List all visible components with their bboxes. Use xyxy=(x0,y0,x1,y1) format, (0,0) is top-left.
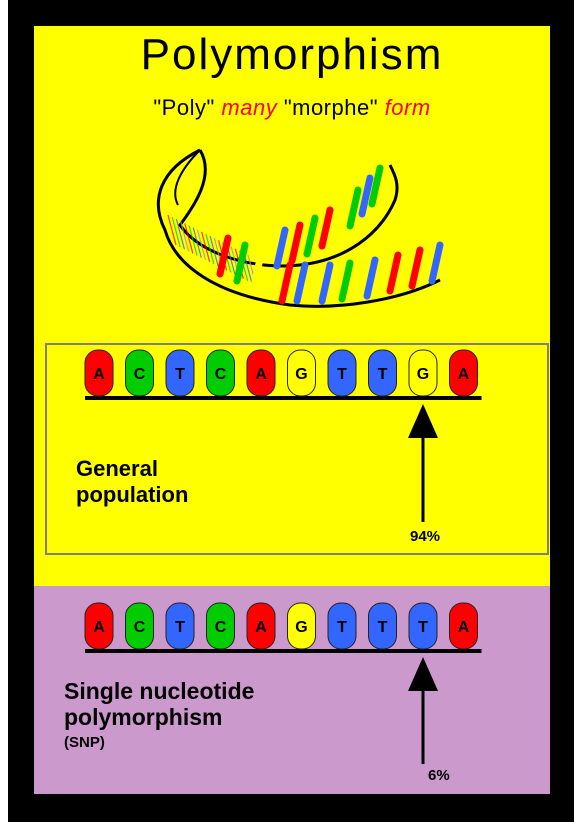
general-percent: 94% xyxy=(410,528,440,545)
snp-label-line3: (SNP) xyxy=(64,730,254,756)
snp-base-letter-2: T xyxy=(175,619,185,636)
snp-base-letter-5: G xyxy=(295,619,307,636)
snp-label: Single nucleotide polymorphism (SNP) xyxy=(64,678,254,756)
snp-percent: 6% xyxy=(428,767,450,784)
general-label: General population xyxy=(76,456,188,508)
general-base-letter-0: A xyxy=(93,366,105,383)
snp-base-letter-7: T xyxy=(378,619,388,636)
general-base-letter-3: C xyxy=(215,366,227,383)
general-base-letter-1: C xyxy=(134,366,146,383)
general-base-letter-6: T xyxy=(337,366,347,383)
snp-label-line1: Single nucleotide xyxy=(64,678,254,704)
general-base-letter-5: G xyxy=(295,366,307,383)
snp-base-letter-4: A xyxy=(255,619,267,636)
snp-base-letter-1: C xyxy=(134,619,146,636)
general-base-letter-9: A xyxy=(458,366,470,383)
snp-label-line2: polymorphism xyxy=(64,704,254,730)
snp-arrow-head xyxy=(408,657,438,691)
snp-base-letter-0: A xyxy=(93,619,105,636)
snp-base-letter-6: T xyxy=(337,619,347,636)
snp-base-letter-9: A xyxy=(458,619,470,636)
general-arrow-head xyxy=(408,404,438,438)
general-label-line2: population xyxy=(76,482,188,508)
snp-base-letter-3: C xyxy=(215,619,227,636)
general-label-line1: General xyxy=(76,456,188,482)
general-base-letter-2: T xyxy=(175,366,185,383)
snp-base-letter-8: T xyxy=(418,619,428,636)
general-base-letter-8: G xyxy=(417,366,429,383)
general-base-letter-7: T xyxy=(378,366,388,383)
general-base-letter-4: A xyxy=(255,366,267,383)
